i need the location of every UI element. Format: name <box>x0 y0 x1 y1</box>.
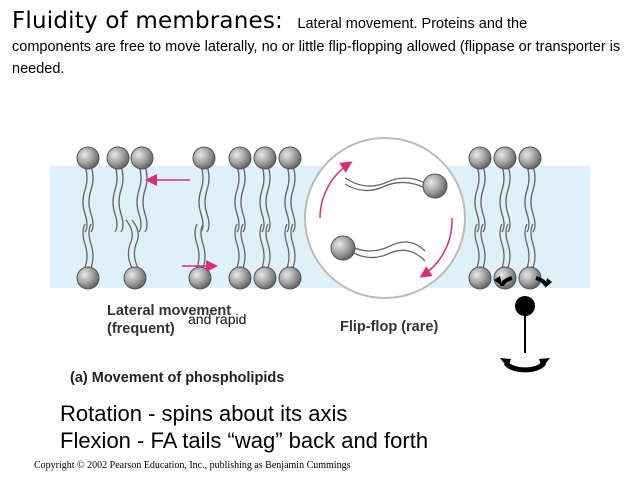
bottom-heads <box>76 266 542 290</box>
slide-title: Fluidity of membranes: <box>12 8 283 34</box>
flipflop-label: Flip-flop (rare) <box>340 319 439 335</box>
slide-title-block: Fluidity of membranes: Lateral movement.… <box>12 8 627 80</box>
slide-subtitle: Lateral movement. Proteins and the <box>297 16 528 32</box>
notes-block: Rotation - spins about its axis Flexion … <box>60 400 428 454</box>
title-line: Fluidity of membranes: Lateral movement.… <box>12 8 627 34</box>
flipflop-arrow-right <box>419 217 453 278</box>
lateral-frequent-label: (frequent) <box>107 321 175 337</box>
flexion-note: Flexion - FA tails “wag” back and forth <box>60 428 429 453</box>
phospholipid-figure: Lateral movement (frequent) and rapid Fl… <box>50 118 590 393</box>
lateral-movement-label: Lateral movement <box>107 303 232 319</box>
movement-caption: (a) Movement of phospholipids <box>70 370 285 386</box>
flipflop-arrow-left <box>319 161 353 219</box>
flipflop-circle <box>304 137 466 299</box>
slide-description: components are free to move laterally, n… <box>12 39 621 77</box>
bottom-leaflet <box>82 219 536 269</box>
top-heads <box>76 146 542 170</box>
flipflop-heads <box>330 173 448 261</box>
rotation-note: Rotation - spins about its axis <box>60 401 348 426</box>
flipflop-lipid-tails <box>344 177 426 262</box>
membrane-diagram <box>50 137 590 299</box>
copyright-line: Copyright © 2002 Pearson Education, Inc.… <box>34 460 351 471</box>
rotation-flexion-icon <box>494 276 552 373</box>
and-rapid-overlay: and rapid <box>188 311 247 327</box>
top-leaflet <box>82 165 536 233</box>
